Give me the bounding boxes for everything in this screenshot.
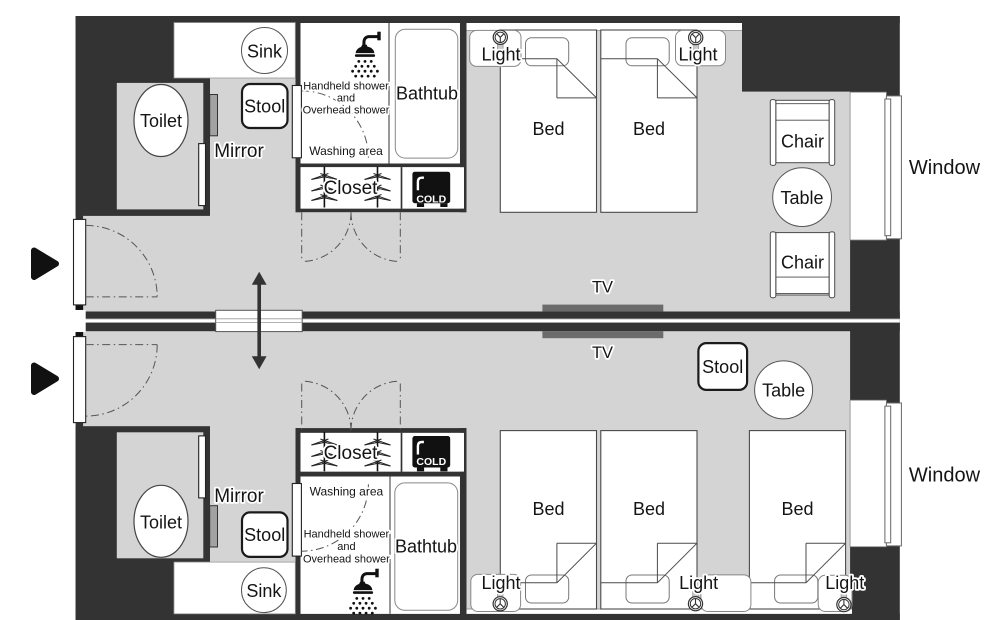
svg-text:Mirror: Mirror	[214, 141, 264, 162]
svg-text:Window: Window	[909, 157, 981, 179]
svg-text:Handheld shower: Handheld shower	[304, 528, 390, 540]
svg-text:Stool: Stool	[244, 97, 285, 117]
svg-text:Stool: Stool	[702, 357, 743, 377]
svg-text:Sink: Sink	[247, 42, 283, 62]
svg-text:Light: Light	[481, 45, 520, 65]
svg-text:Handheld shower: Handheld shower	[303, 81, 389, 93]
svg-text:COLD: COLD	[416, 194, 446, 206]
svg-text:Chair: Chair	[781, 253, 824, 273]
svg-text:Bathtub: Bathtub	[395, 537, 457, 557]
svg-text:Washing area: Washing area	[309, 144, 383, 158]
svg-text:Closet: Closet	[324, 443, 379, 464]
svg-text:Closet: Closet	[324, 178, 379, 199]
svg-text:Overhead shower: Overhead shower	[303, 105, 390, 117]
svg-text:Bathtub: Bathtub	[396, 84, 458, 104]
svg-text:Light: Light	[825, 573, 864, 593]
svg-text:Toilet: Toilet	[140, 111, 182, 131]
svg-text:Window: Window	[909, 464, 981, 486]
svg-text:Overhead shower: Overhead shower	[303, 553, 390, 565]
svg-text:Bed: Bed	[532, 499, 564, 519]
svg-text:Washing area: Washing area	[310, 484, 384, 498]
svg-text:TV: TV	[592, 279, 613, 297]
svg-text:and: and	[337, 93, 355, 105]
svg-text:Light: Light	[679, 573, 718, 593]
svg-text:Chair: Chair	[781, 132, 824, 152]
svg-text:Stool: Stool	[244, 525, 285, 545]
svg-text:Bed: Bed	[633, 119, 665, 139]
svg-text:Light: Light	[481, 573, 520, 593]
svg-text:Bed: Bed	[781, 499, 813, 519]
svg-text:and: and	[337, 541, 355, 553]
svg-text:Mirror: Mirror	[214, 486, 264, 507]
svg-text:TV: TV	[592, 344, 613, 362]
svg-text:Table: Table	[780, 188, 823, 208]
svg-text:Sink: Sink	[246, 581, 282, 601]
svg-text:Table: Table	[762, 381, 805, 401]
svg-text:Light: Light	[678, 45, 717, 65]
svg-text:Bed: Bed	[532, 119, 564, 139]
svg-text:COLD: COLD	[416, 456, 446, 468]
svg-text:Toilet: Toilet	[140, 512, 182, 532]
svg-text:Bed: Bed	[633, 499, 665, 519]
